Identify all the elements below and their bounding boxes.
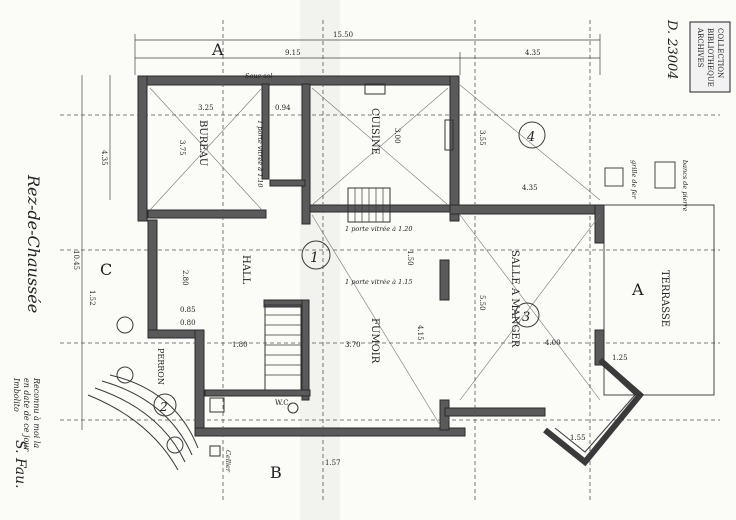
archive-stamp: COLLECTION BIBLIOTHEQUE ARCHIVES D. 2300… bbox=[664, 19, 731, 93]
terrace-outline bbox=[603, 161, 715, 396]
front-steps bbox=[87, 316, 199, 471]
note-bancs: bancs de pierre bbox=[681, 160, 689, 212]
bay-window bbox=[543, 357, 645, 467]
interior-dimensions: 3.25 3.75 3.00 3.55 2.80 5.50 4.00 3.70 … bbox=[88, 104, 628, 467]
room-label-salle: SALLE A MANGER bbox=[509, 250, 520, 348]
left-dimension-lines: 10.45 4.35 bbox=[72, 75, 111, 430]
room-label-fumoir: FUMOIR bbox=[369, 318, 380, 364]
dim-wall-b: 4.35 bbox=[522, 184, 538, 192]
dim-fumoir-width: 3.70 bbox=[345, 341, 361, 349]
ref-terrace: 4 bbox=[526, 130, 535, 145]
dim-salle-width: 4.00 bbox=[545, 339, 561, 347]
room-label-terrasse: TERRASSE bbox=[659, 270, 670, 327]
note-porte-1: 1 porte vitrée à 1.10 bbox=[256, 120, 264, 188]
dim-right-small: 1.25 bbox=[612, 354, 628, 362]
dim-step-1: 0.85 bbox=[180, 306, 196, 314]
stamp-line1: COLLECTION bbox=[716, 28, 724, 78]
ref-perron: 2 bbox=[159, 400, 168, 414]
room-label-cuisine: CUISINE bbox=[369, 108, 380, 155]
note-sous-sol: Sous-sol bbox=[245, 72, 272, 80]
dim-bottom-b: 1.55 bbox=[570, 434, 586, 442]
sheet-title: Rez-de-Chaussée bbox=[24, 174, 43, 313]
stamp-line2: BIBLIOTHEQUE bbox=[706, 28, 714, 87]
note-porte-2: 1 porte vitrée à 1.20 bbox=[345, 225, 413, 233]
note-grille: grille de fer bbox=[630, 160, 638, 200]
dim-cuisine-depth: 3.55 bbox=[478, 130, 486, 146]
dim-bureau-width: 3.25 bbox=[198, 104, 214, 112]
dim-wall-a: 0.94 bbox=[275, 104, 291, 112]
dim-corridor-width: 1.50 bbox=[406, 250, 414, 266]
dim-hall-depth: 2.80 bbox=[181, 270, 189, 286]
ref-hall: 1 bbox=[310, 250, 319, 266]
room-label-bureau: BUREAU bbox=[197, 120, 208, 166]
exterior-walls bbox=[137, 75, 605, 437]
circled-refs: 1 4 3 2 bbox=[153, 121, 546, 417]
annotations: 1 porte vitrée à 1.10 1 porte vitrée à 1… bbox=[224, 72, 689, 473]
note-cellier: Cellier bbox=[224, 450, 232, 473]
note-line-3: Imbolito bbox=[12, 377, 21, 412]
dim-top-left: 9.15 bbox=[285, 49, 301, 57]
stamp-ref-number: D. 23004 bbox=[664, 19, 679, 80]
section-mark-a-top: A bbox=[211, 40, 224, 59]
note-porte-3: 1 porte vitrée à 1.15 bbox=[345, 278, 413, 286]
stamp-line3: ARCHIVES bbox=[696, 27, 704, 68]
section-mark-a-right: A bbox=[631, 280, 644, 299]
interior-walls bbox=[147, 83, 451, 401]
dim-bottom-a: 1.57 bbox=[325, 459, 341, 467]
fixtures bbox=[209, 83, 454, 457]
room-label-perron: PERRON bbox=[156, 348, 165, 385]
note-line-2: en date de ce jour bbox=[22, 378, 31, 452]
dim-hall-width: 1.80 bbox=[232, 341, 248, 349]
dim-wall-c: 1.52 bbox=[88, 290, 96, 306]
dim-top-right: 4.35 bbox=[525, 49, 541, 57]
ref-salle: 3 bbox=[522, 310, 530, 325]
dim-top-total: 15.50 bbox=[333, 31, 353, 39]
dim-salle-depth: 5.50 bbox=[478, 295, 486, 311]
dim-fumoir-depth: 4.15 bbox=[416, 325, 424, 341]
room-label-wc: W.C. bbox=[275, 399, 291, 407]
section-mark-c-left: C bbox=[100, 260, 112, 279]
construction-lines bbox=[60, 20, 720, 500]
staircase bbox=[264, 187, 391, 391]
room-label-hall: HALL bbox=[240, 255, 251, 285]
section-mark-b-bottom: B bbox=[270, 463, 282, 482]
dim-left-total: 10.45 bbox=[72, 250, 80, 270]
note-line-1: Reconnu à moi la bbox=[32, 377, 41, 448]
dim-step-2: 0.80 bbox=[180, 319, 196, 327]
top-dimension-lines: 15.50 9.15 4.35 bbox=[134, 31, 601, 75]
dim-left-upper: 4.35 bbox=[100, 150, 108, 166]
signature: S. Fau. bbox=[12, 440, 28, 489]
dim-bureau-depth: 3.75 bbox=[178, 140, 186, 156]
dim-cuisine-width: 3.00 bbox=[393, 128, 401, 144]
